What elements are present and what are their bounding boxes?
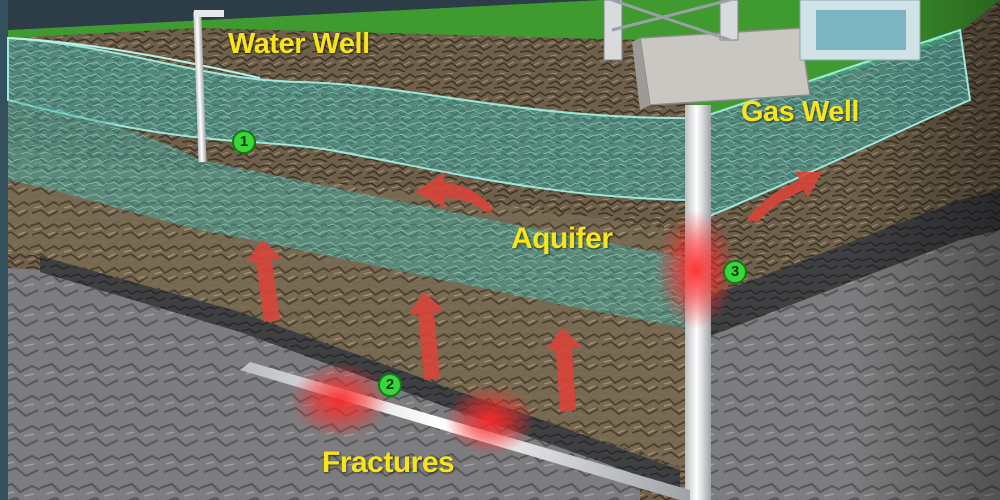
arrow-gas-side [746,172,822,222]
marker-3: 3 [723,260,747,284]
marker-1: 1 [232,130,256,154]
label-gas-well: Gas Well [741,96,859,128]
fracture-glow [290,362,390,438]
label-aquifer: Aquifer [511,222,613,255]
gas-well-rig [603,0,921,110]
marker-2: 2 [378,373,402,397]
arrow-aquifer [415,172,494,212]
water-well-pipe [193,10,224,163]
arrow-up-1 [246,240,282,322]
arrow-up-2 [408,292,444,380]
casing-leak-glow [656,210,736,330]
aquifer-right [699,28,972,222]
arrow-up-3 [546,328,582,412]
label-water-well: Water Well [228,28,370,60]
migration-arrows [246,172,822,412]
label-fractures: Fractures [322,446,455,479]
